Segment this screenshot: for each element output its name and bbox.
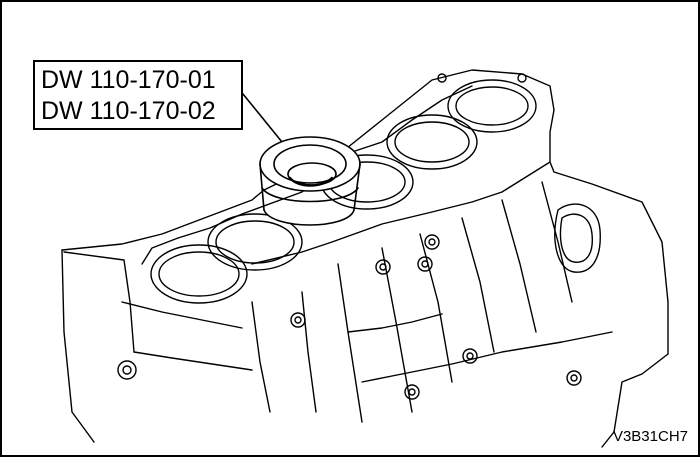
tool-number-line-1: DW 110-170-01 bbox=[41, 66, 216, 94]
cylinder-bores bbox=[141, 79, 537, 304]
bore-4 bbox=[386, 114, 478, 170]
callout-leader-line bbox=[242, 93, 283, 143]
bore-1 bbox=[150, 244, 248, 304]
tool-number-callout: DW 110-170-01 DW 110-170-02 bbox=[33, 60, 243, 130]
bore-5 bbox=[447, 79, 537, 133]
tool-number-line-2: DW 110-170-02 bbox=[41, 97, 216, 125]
bolt-heads bbox=[117, 73, 582, 400]
seal-installer-tool-icon bbox=[259, 136, 361, 226]
block-ribs bbox=[121, 181, 613, 423]
crank-end-opening bbox=[554, 203, 601, 273]
bore-2 bbox=[207, 213, 303, 271]
figure-id: V3B31CH7 bbox=[612, 428, 688, 445]
